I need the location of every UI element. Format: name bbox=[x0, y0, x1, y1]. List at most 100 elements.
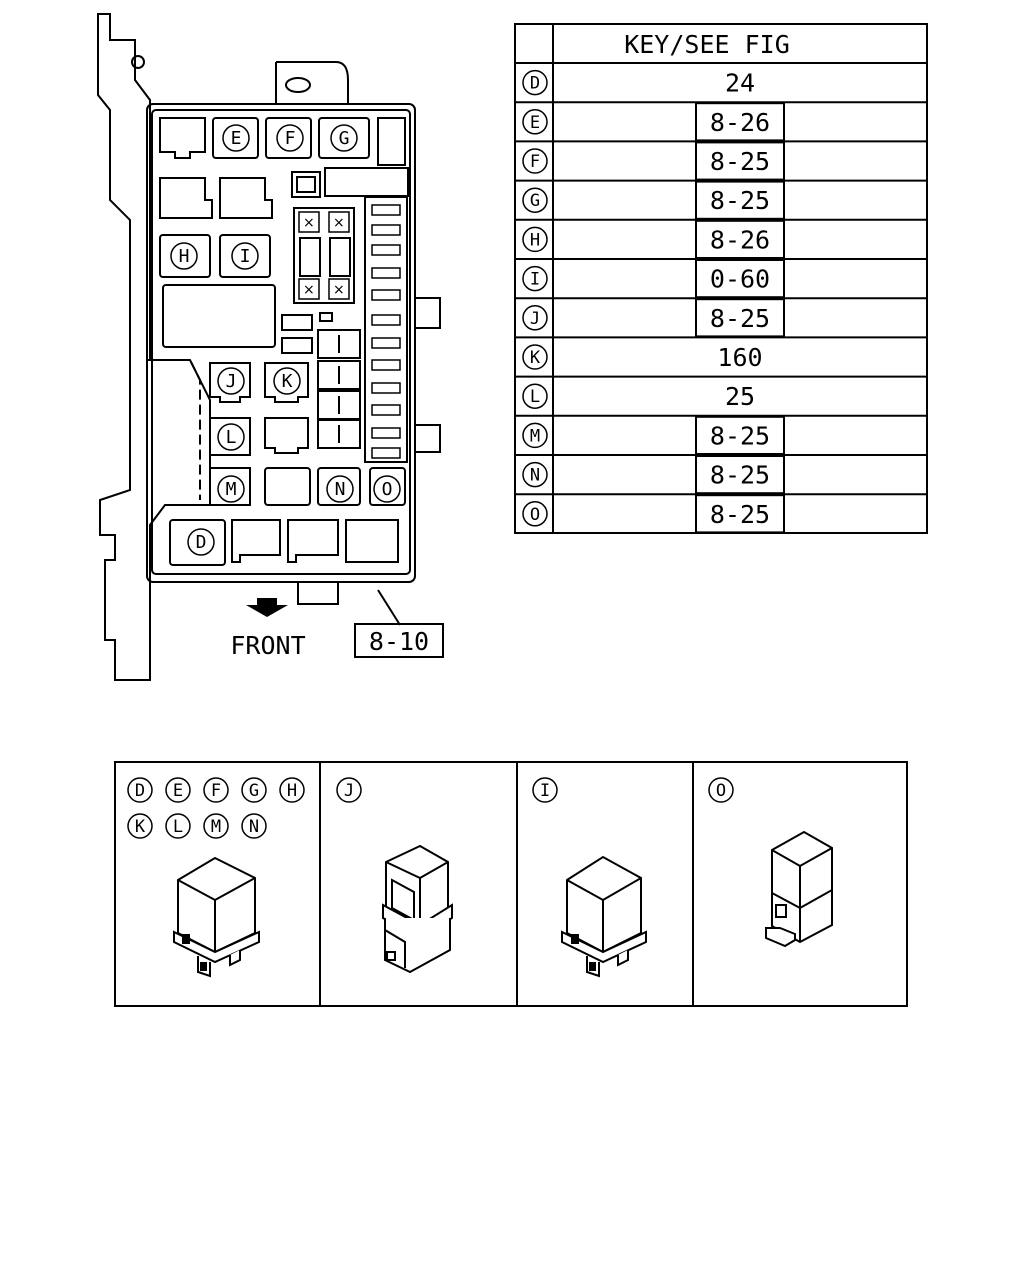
relay-panel-key: F bbox=[203, 777, 229, 803]
key-letter: K bbox=[530, 348, 541, 368]
svg-text:×: × bbox=[303, 282, 315, 298]
key-circle bbox=[522, 344, 548, 370]
ref-fig-box: 8-10 bbox=[354, 623, 444, 658]
svg-text:D: D bbox=[135, 781, 145, 801]
fig-ref-box bbox=[695, 141, 785, 181]
relay-panel-key: J bbox=[336, 777, 362, 803]
key-letter: L bbox=[530, 387, 540, 407]
svg-text:M: M bbox=[211, 817, 221, 837]
slot-H: H bbox=[170, 242, 198, 270]
front-arrow-icon bbox=[246, 598, 288, 617]
key-circle bbox=[522, 187, 548, 213]
key-circle bbox=[522, 109, 548, 135]
key-circle bbox=[522, 69, 548, 96]
svg-text:I: I bbox=[240, 246, 251, 267]
key-letter: G bbox=[530, 191, 540, 211]
slot-L: L bbox=[217, 423, 245, 451]
svg-text:G: G bbox=[339, 128, 350, 149]
relay-panel-key: E bbox=[165, 777, 191, 803]
svg-text:M: M bbox=[226, 479, 237, 500]
svg-text:J: J bbox=[226, 371, 237, 392]
key-letter: M bbox=[530, 426, 540, 446]
svg-text:F: F bbox=[285, 128, 296, 149]
relay-type-I-drawing bbox=[561, 855, 647, 978]
svg-text:8-10: 8-10 bbox=[369, 627, 429, 656]
key-table-row: H 8-26 bbox=[515, 218, 927, 260]
slot-F: F bbox=[276, 124, 304, 152]
svg-text:J: J bbox=[344, 781, 354, 801]
key-circle bbox=[522, 148, 548, 174]
slot-E: E bbox=[222, 124, 250, 152]
svg-text:H: H bbox=[287, 781, 297, 801]
key-table-row: O 8-25 bbox=[515, 493, 927, 534]
relay-panel-key: L bbox=[165, 813, 191, 839]
svg-text:E: E bbox=[231, 128, 242, 149]
svg-text:K: K bbox=[282, 371, 293, 392]
relay-panel-key: K bbox=[127, 813, 153, 839]
key-letter: O bbox=[530, 505, 540, 525]
svg-text:O: O bbox=[382, 479, 393, 500]
relay-type-1-drawing bbox=[173, 856, 260, 978]
slot-J: J bbox=[217, 367, 245, 395]
mini-fuse-column bbox=[371, 204, 401, 459]
slot-O: O bbox=[373, 475, 401, 503]
relay-panel-key: G bbox=[241, 777, 267, 803]
key-circle bbox=[522, 422, 548, 449]
key-fig-value: 8-25 bbox=[710, 304, 770, 333]
svg-text:N: N bbox=[249, 817, 259, 837]
key-circle bbox=[522, 265, 548, 292]
relay-type-J-drawing bbox=[382, 844, 453, 974]
svg-text:O: O bbox=[716, 781, 726, 801]
svg-text:K: K bbox=[135, 817, 146, 837]
relay-panel-key: I bbox=[532, 777, 558, 803]
slot-G: G bbox=[330, 124, 358, 152]
svg-text:L: L bbox=[226, 427, 237, 448]
svg-text:N: N bbox=[335, 479, 346, 500]
svg-text:×: × bbox=[333, 215, 345, 231]
slot-M: M bbox=[217, 475, 245, 503]
front-label: FRONT bbox=[230, 631, 305, 660]
relay-panels: D E F G H K L M N J I O bbox=[114, 761, 908, 1007]
key-fig-value: 8-26 bbox=[710, 108, 770, 137]
relay-panel-key: O bbox=[708, 777, 734, 803]
svg-text:F: F bbox=[211, 781, 221, 801]
key-table-row: E 8-26 bbox=[515, 101, 927, 142]
key-fig-value: 8-26 bbox=[710, 225, 770, 254]
fig-ref-box bbox=[695, 494, 785, 534]
slot-K: K bbox=[273, 367, 301, 395]
key-fig-value: 8-25 bbox=[710, 500, 770, 529]
relay-panel-key: N bbox=[241, 813, 267, 839]
svg-text:G: G bbox=[249, 781, 259, 801]
slot-N: N bbox=[326, 475, 354, 503]
svg-text:L: L bbox=[173, 817, 183, 837]
key-fig-value: 8-25 bbox=[710, 147, 770, 176]
svg-text:E: E bbox=[173, 781, 183, 801]
screw-icons: × × × × bbox=[298, 211, 350, 300]
key-fig-value: 8-25 bbox=[710, 186, 770, 215]
relay-panel-key: H bbox=[279, 777, 305, 803]
key-circle bbox=[522, 383, 548, 409]
key-table-header: KEY/SEE FIG bbox=[624, 30, 790, 59]
key-circle bbox=[522, 226, 548, 253]
relay-type-O-drawing bbox=[765, 830, 833, 948]
key-letter: D bbox=[530, 74, 540, 94]
key-letter: H bbox=[530, 230, 540, 250]
fuse-box-slot-labels: E F G H I J K L M N O D bbox=[170, 124, 401, 556]
relay-panel-key: D bbox=[127, 777, 153, 803]
front-indicator: FRONT bbox=[230, 598, 306, 660]
svg-text:×: × bbox=[333, 282, 345, 298]
relay-panel-key: M bbox=[203, 813, 229, 839]
svg-text:I: I bbox=[540, 781, 550, 801]
key-fig-value: 160 bbox=[717, 343, 762, 372]
key-table-row: G 8-25 bbox=[515, 179, 927, 220]
key-fig-value: 8-25 bbox=[710, 461, 770, 490]
svg-text:×: × bbox=[303, 215, 315, 231]
key-letter: E bbox=[530, 113, 540, 133]
key-circle bbox=[522, 501, 548, 527]
